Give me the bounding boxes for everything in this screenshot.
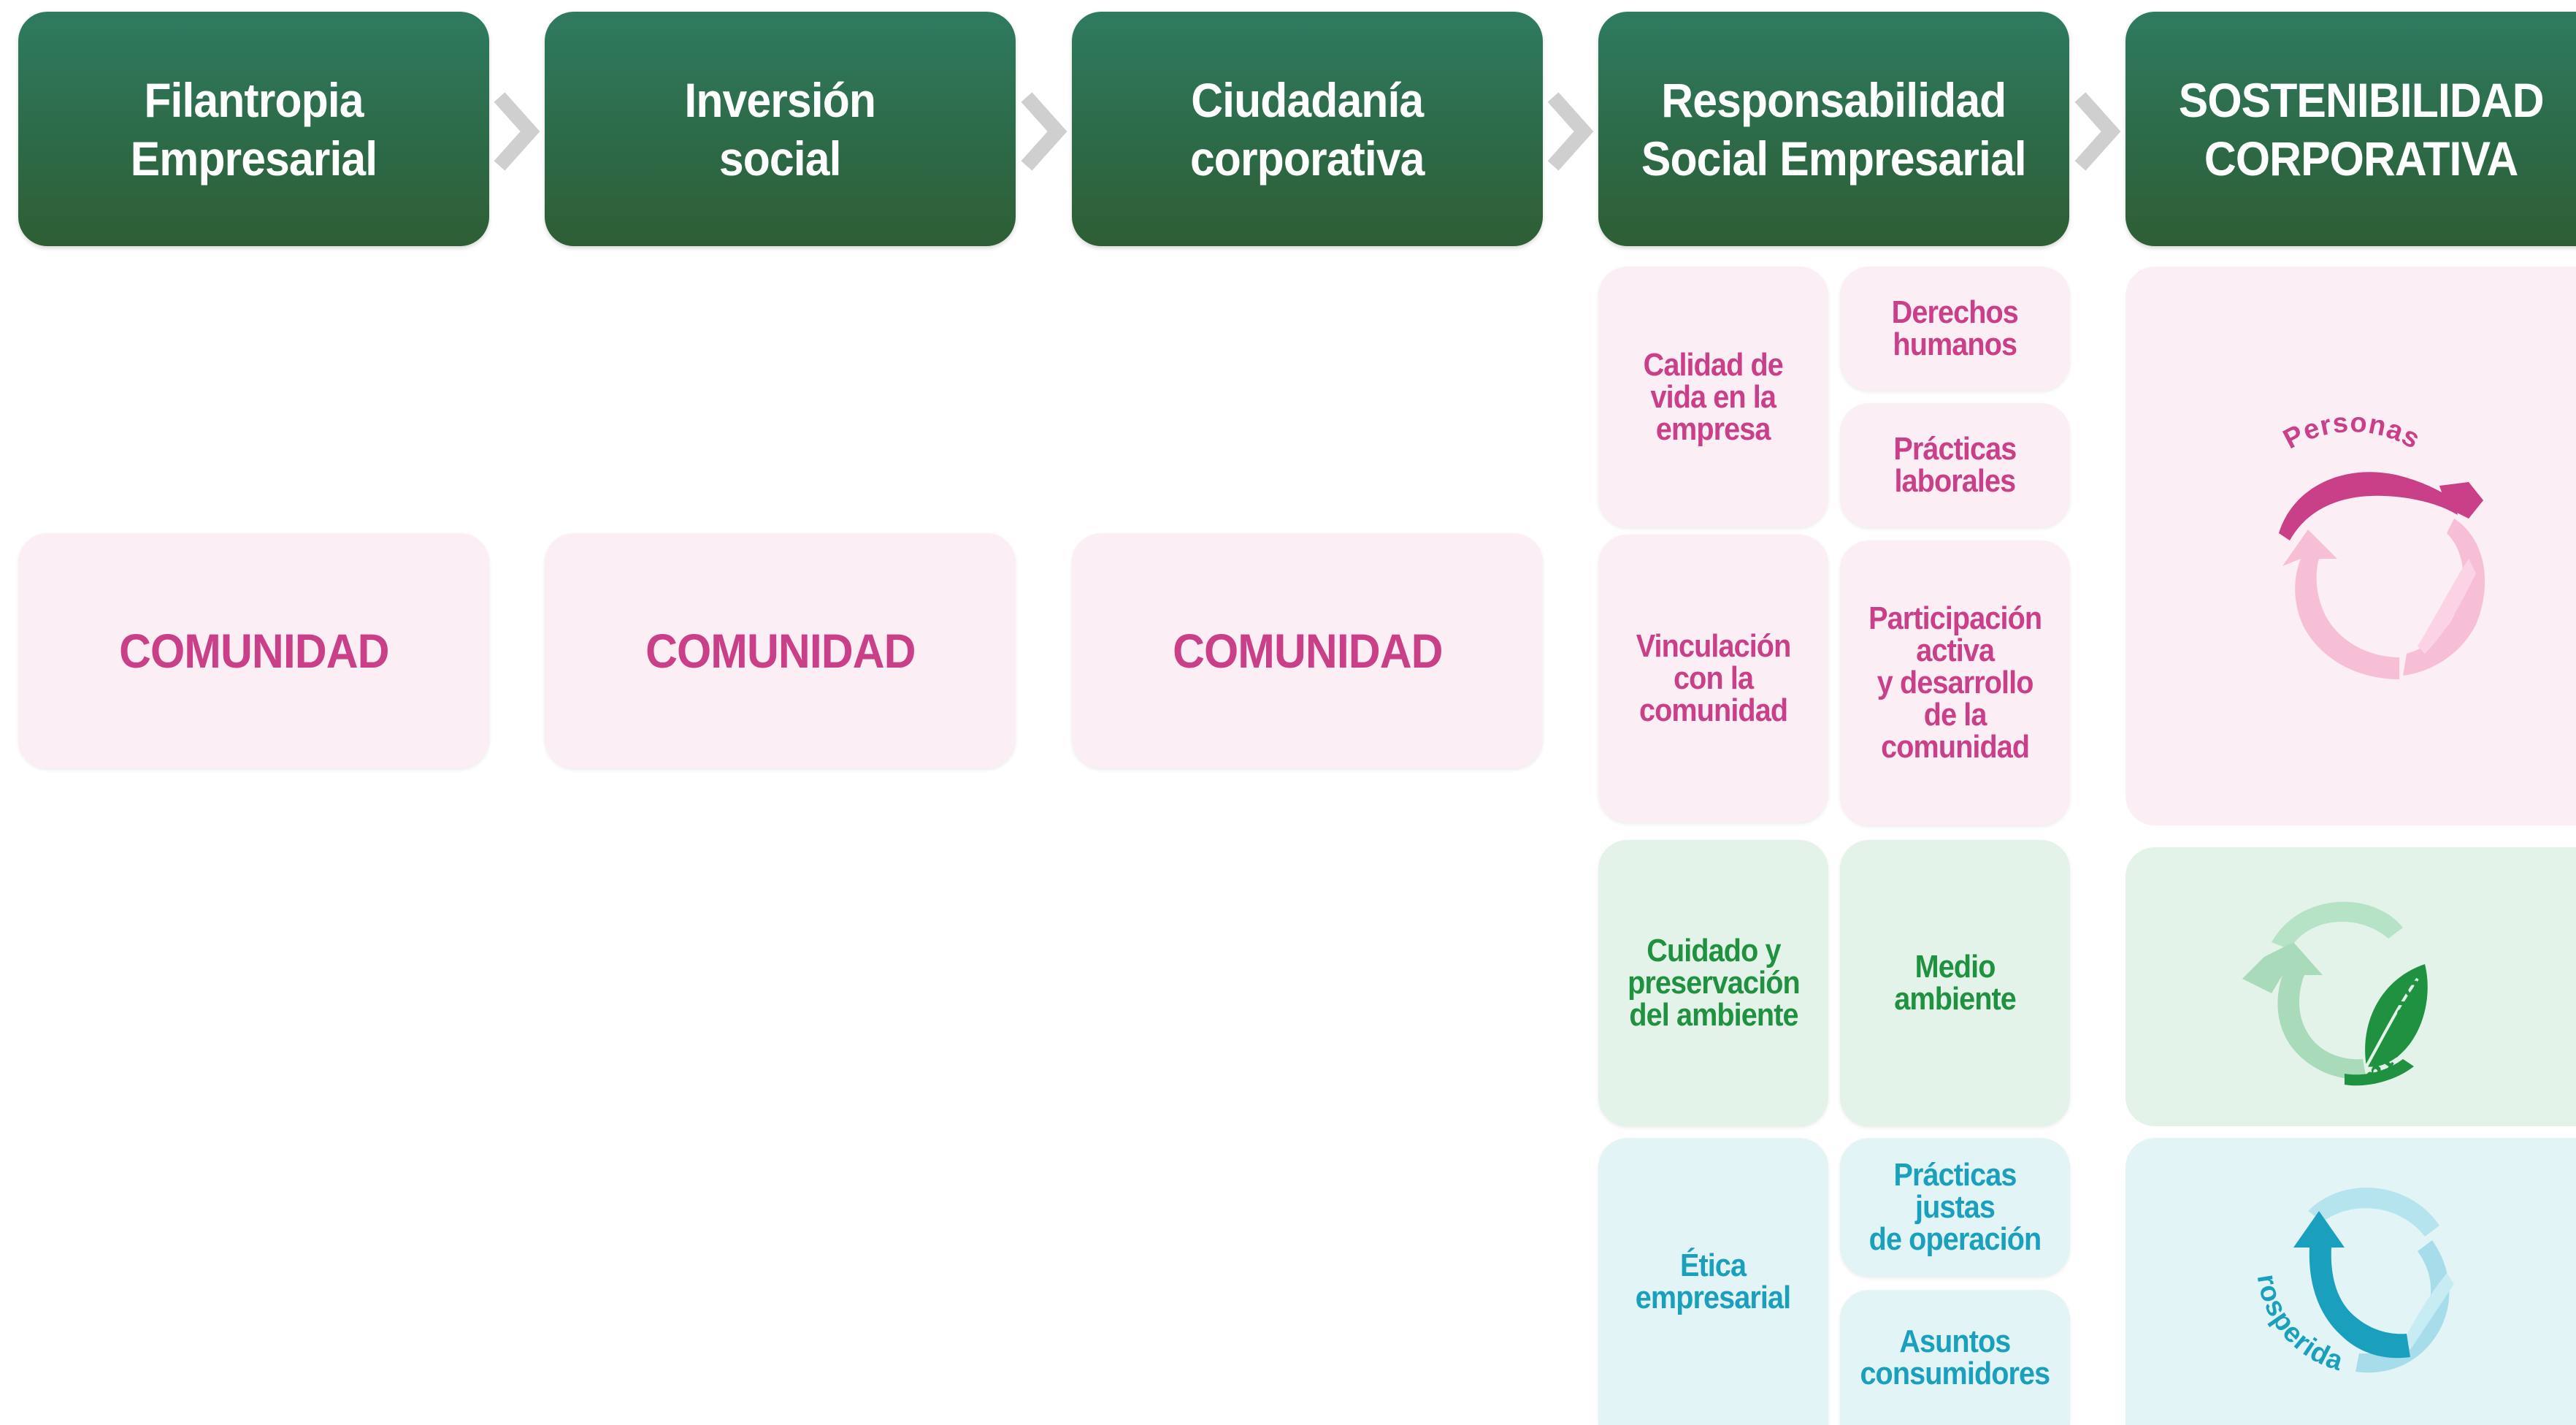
prosperidad-cycle-icon: Prosperidad [2125, 1138, 2454, 1377]
svg-text:Personas: Personas [2279, 408, 2426, 455]
personas-cycle-icon: Personas [2279, 408, 2485, 679]
chevron-right-icon [2074, 91, 2123, 172]
rse-practicas-laborales: Prácticas laborales [1840, 403, 2070, 527]
rse-etica-empresarial: Ética empresarial [1598, 1138, 1828, 1425]
comunidad-label: COMUNIDAD [118, 624, 389, 678]
rse-vinculacion: Vinculación con la comunidad [1598, 535, 1828, 822]
rse-practicas-justas: Prácticas justas de operación [1840, 1138, 2070, 1277]
stage-inversion-social: Inversión social [545, 12, 1016, 246]
cell-label: Medio ambiente [1894, 949, 2017, 1017]
comunidad-label: COMUNIDAD [1172, 624, 1443, 678]
sostenibilidad-prosperidad-panel: Prosperidad [2125, 1138, 2576, 1425]
cell-label: Cuidado y preservación del ambiente [1627, 933, 1801, 1033]
comunidad-card: COMUNIDAD [1072, 533, 1543, 768]
comunidad-card: COMUNIDAD [18, 533, 489, 768]
cell-label: Derechos humanos [1891, 294, 2019, 362]
rse-calidad-vida: Calidad de vida en la empresa [1598, 267, 1828, 527]
comunidad-card: COMUNIDAD [545, 533, 1016, 768]
cell-label: Calidad de vida en la empresa [1643, 346, 1784, 447]
chevron-right-icon [1021, 91, 1069, 172]
rse-participacion: Participación activa y desarrollo de la … [1840, 540, 2070, 825]
stage-filantropia: Filantropia Empresarial [18, 12, 489, 246]
planeta-cycle-icon: Planeta [2242, 901, 2428, 1091]
cell-label: Prácticas justas de operación [1868, 1157, 2042, 1257]
rse-cuidado-ambiente: Cuidado y preservación del ambiente [1598, 840, 1828, 1126]
stage-label: Filantropia Empresarial [130, 72, 377, 186]
stage-rse: Responsabilidad Social Empresarial [1598, 12, 2069, 246]
cell-label: Vinculación con la comunidad [1636, 628, 1792, 728]
cell-label: Participación activa y desarrollo de la … [1868, 600, 2042, 765]
sostenibilidad-planeta-panel: Planeta [2125, 847, 2576, 1126]
stage-sostenibilidad: SOSTENIBILIDAD CORPORATIVA [2125, 12, 2576, 246]
stage-label: Ciudadanía corporativa [1190, 72, 1425, 186]
comunidad-label: COMUNIDAD [645, 624, 916, 678]
rse-derechos-humanos: Derechos humanos [1840, 267, 2070, 391]
stage-ciudadania: Ciudadanía corporativa [1072, 12, 1543, 246]
stage-label: Responsabilidad Social Empresarial [1641, 72, 2027, 186]
rse-asuntos-consumidores: Asuntos consumidores [1840, 1290, 2070, 1425]
chevron-right-icon [1547, 91, 1595, 172]
cell-label: Ética empresarial [1636, 1247, 1791, 1315]
cell-label: Prácticas laborales [1893, 431, 2017, 499]
cell-label: Asuntos consumidores [1860, 1323, 2051, 1391]
sostenibilidad-personas-panel: Personas [2125, 267, 2576, 825]
stage-label: SOSTENIBILIDAD CORPORATIVA [2178, 72, 2545, 186]
stage-label: Inversión social [684, 72, 877, 186]
personas-label: Personas [2279, 408, 2425, 455]
chevron-right-icon [494, 91, 542, 172]
rse-medio-ambiente: Medio ambiente [1840, 840, 2070, 1126]
